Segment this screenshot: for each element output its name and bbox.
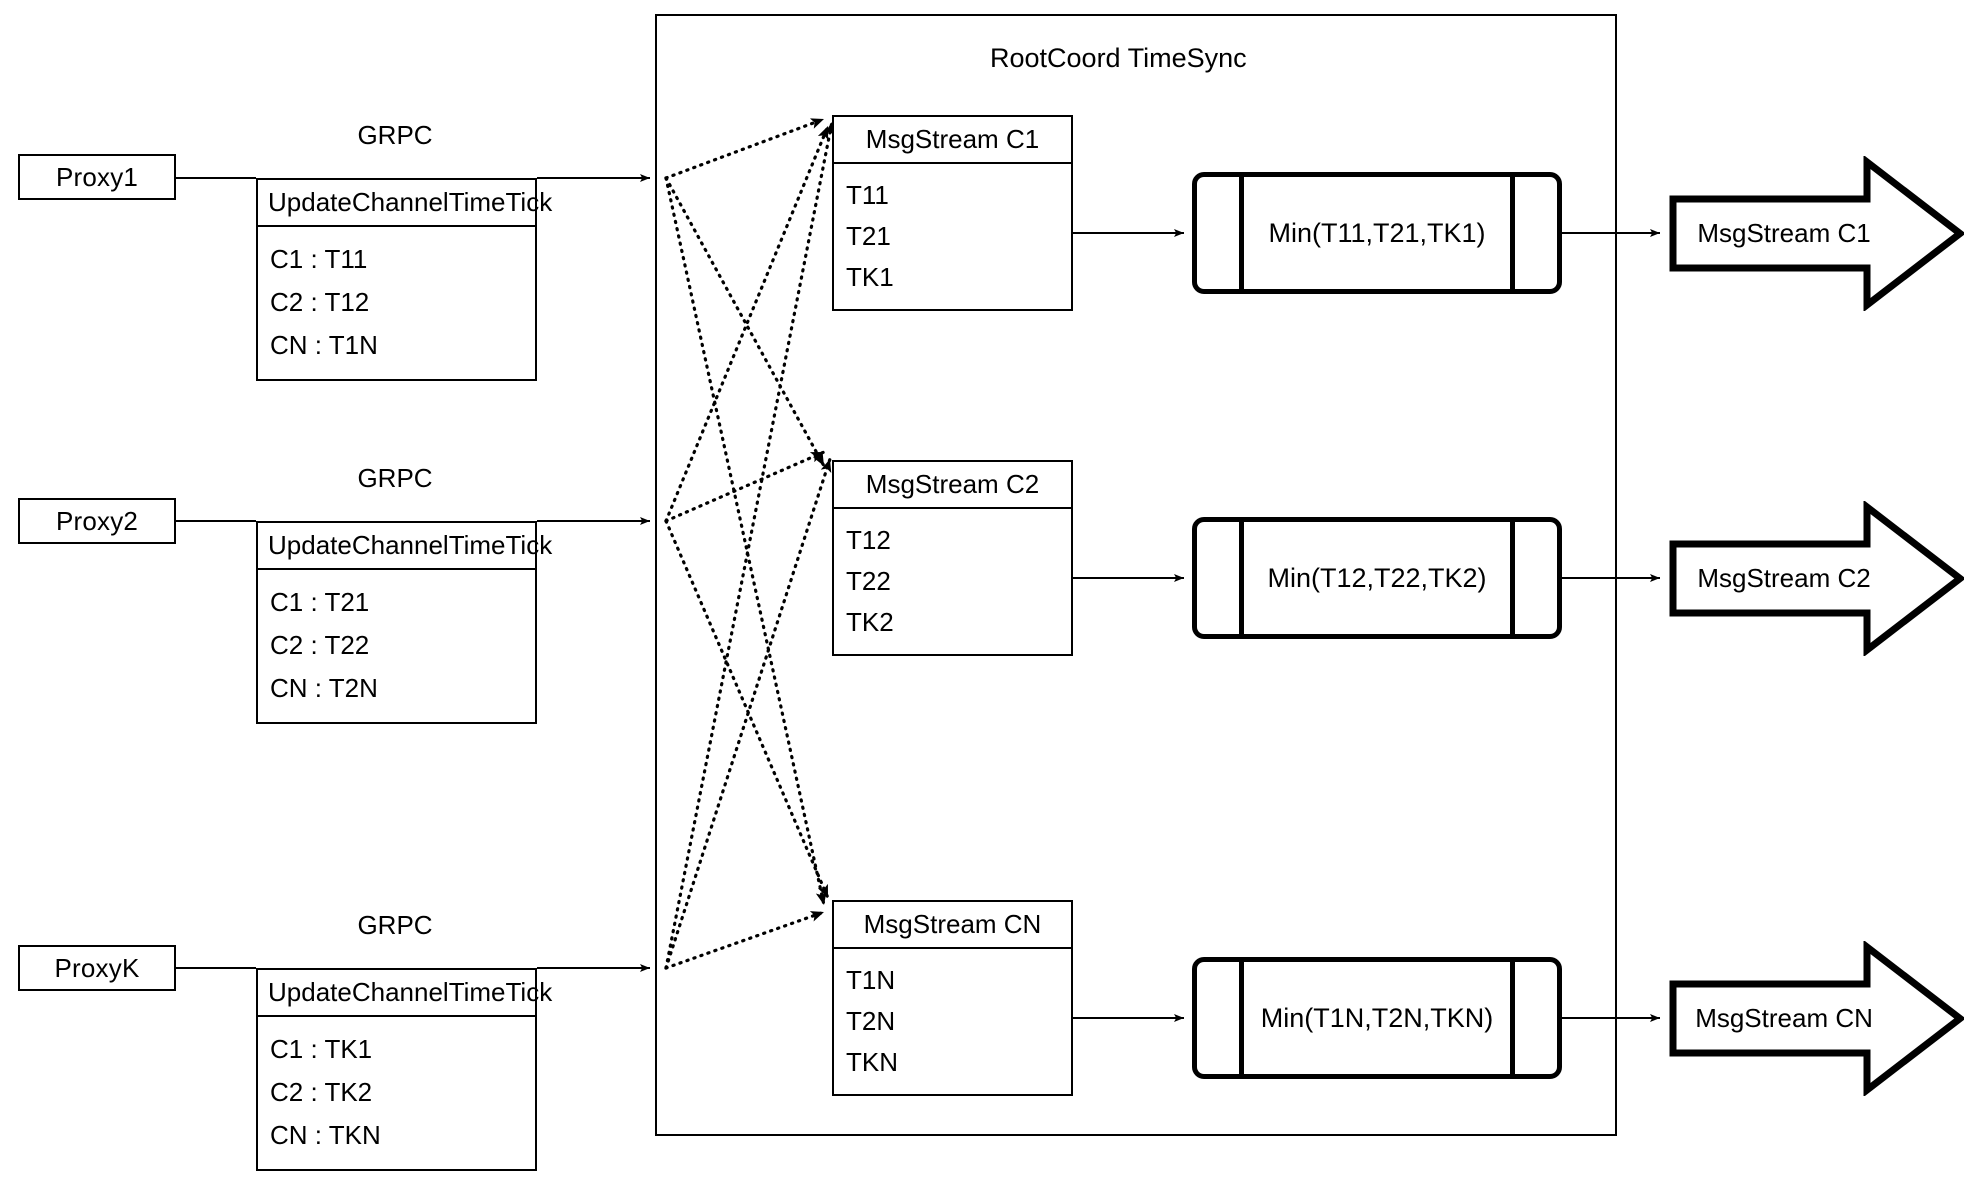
proxy-label: Proxy1 — [55, 161, 139, 192]
block-arrow-shape — [1669, 501, 1964, 656]
min-process-c1: Min(T11,T21,TK1) — [1192, 172, 1562, 294]
proxy-box-proxyk[interactable]: ProxyK — [18, 945, 176, 991]
tick-rows: C1 : T21 C2 : T22 CN : T2N — [258, 570, 535, 722]
msgstream-row: TK1 — [846, 261, 894, 292]
min-process-c2: Min(T12,T22,TK2) — [1192, 517, 1562, 639]
update-channel-timetick-proxy2: UpdateChannelTimeTick C1 : T21 C2 : T22 … — [256, 521, 552, 724]
msgstream-row: T12 — [846, 524, 891, 555]
min-process-label: Min(T11,T21,TK1) — [1268, 217, 1486, 248]
msgstream-row: T22 — [846, 565, 891, 596]
proxy-label: Proxy2 — [55, 505, 139, 536]
msgstream-rows: T11 T21 TK1 — [834, 164, 1071, 309]
tick-row: C1 : T11 — [270, 243, 368, 274]
tick-header: UpdateChannelTimeTick — [258, 180, 552, 227]
update-channel-timetick-proxy1: UpdateChannelTimeTick C1 : T11 C2 : T12 … — [256, 178, 552, 381]
output-block-arrow-c2: MsgStream C2 — [1669, 501, 1964, 656]
msgstream-box-c1: MsgStream C1 T11 T21 TK1 — [832, 115, 1073, 311]
msgstream-header: MsgStream C2 — [834, 462, 1071, 509]
tick-row: C1 : T21 — [270, 586, 370, 617]
grpc-label-proxy1: GRPC — [357, 120, 433, 150]
min-process-label: Min(T1N,T2N,TKN) — [1260, 1002, 1494, 1033]
tick-row: CN : T2N — [270, 673, 378, 704]
msgstream-row: TK2 — [846, 606, 894, 637]
output-label: MsgStream C2 — [1697, 563, 1871, 593]
msgstream-row: T21 — [846, 220, 891, 251]
grpc-label-proxy2: GRPC — [357, 463, 433, 493]
msgstream-row: TKN — [846, 1046, 898, 1077]
msgstream-row: T2N — [846, 1005, 896, 1036]
tick-header: UpdateChannelTimeTick — [258, 970, 552, 1017]
msgstream-rows: T12 T22 TK2 — [834, 509, 1071, 654]
msgstream-box-c2: MsgStream C2 T12 T22 TK2 — [832, 460, 1073, 656]
block-arrow-shape — [1669, 941, 1964, 1096]
tick-row: C2 : T12 — [270, 286, 370, 317]
msgstream-row: T11 — [846, 179, 889, 210]
msgstream-row: T1N — [846, 964, 896, 995]
output-block-arrow-cn: MsgStream CN — [1669, 941, 1964, 1096]
proxy-box-proxy2[interactable]: Proxy2 — [18, 498, 176, 544]
tick-row: C1 : TK1 — [270, 1033, 373, 1064]
msgstream-rows: T1N T2N TKN — [834, 949, 1071, 1094]
msgstream-header: MsgStream C1 — [834, 117, 1071, 164]
tick-row: C2 : T22 — [270, 629, 370, 660]
rootcoord-timesync-title: RootCoord TimeSync — [990, 43, 1247, 73]
proxy-label: ProxyK — [54, 952, 140, 983]
update-channel-timetick-proxyk: UpdateChannelTimeTick C1 : TK1 C2 : TK2 … — [256, 968, 552, 1171]
proxy-box-proxy1[interactable]: Proxy1 — [18, 154, 176, 200]
min-process-cn: Min(T1N,T2N,TKN) — [1192, 957, 1562, 1079]
grpc-label-proxyk: GRPC — [357, 910, 433, 940]
msgstream-box-cn: MsgStream CN T1N T2N TKN — [832, 900, 1073, 1096]
tick-header: UpdateChannelTimeTick — [258, 523, 552, 570]
tick-row: C2 : TK2 — [270, 1076, 373, 1107]
tick-row: CN : TKN — [270, 1120, 381, 1151]
tick-row: CN : T1N — [270, 330, 378, 361]
block-arrow-shape — [1669, 156, 1964, 311]
output-label: MsgStream CN — [1695, 1003, 1873, 1033]
msgstream-header: MsgStream CN — [834, 902, 1071, 949]
output-label: MsgStream C1 — [1697, 218, 1871, 248]
min-process-label: Min(T12,T22,TK2) — [1267, 562, 1487, 593]
rootcoord-timesync-container — [655, 14, 1617, 1136]
tick-rows: C1 : T11 C2 : T12 CN : T1N — [258, 227, 535, 379]
tick-rows: C1 : TK1 C2 : TK2 CN : TKN — [258, 1017, 535, 1169]
output-block-arrow-c1: MsgStream C1 — [1669, 156, 1964, 311]
